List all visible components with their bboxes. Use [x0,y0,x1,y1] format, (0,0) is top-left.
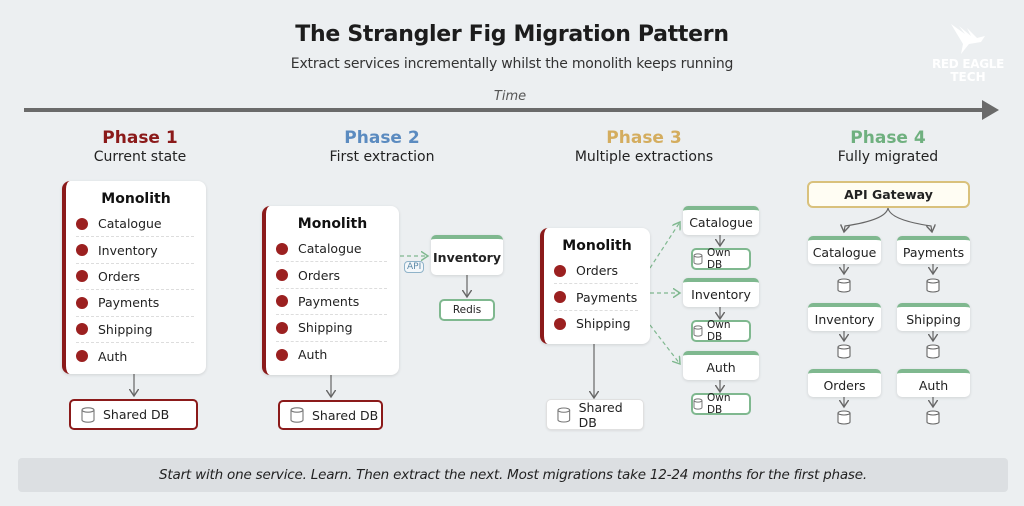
phase-3-service-inventory: Inventory [683,278,759,307]
module-item: Shipping [276,315,387,342]
module-item: Catalogue [276,236,387,263]
module-item: Orders [276,262,387,289]
phase-3-own-db: Own DB [691,392,751,416]
module-item: Payments [554,284,638,311]
module-dot-icon [554,291,566,304]
phase-4-header: Phase 4 Fully migrated [788,128,988,166]
module-item: Payments [76,290,194,317]
phase-2-name: Phase 2 [344,128,420,148]
phase-4-service-catalogue: Catalogue [808,236,881,264]
module-dot-icon [76,244,88,257]
module-item: Orders [76,264,194,291]
database-icon [81,406,95,423]
phase-4-service-payments: Payments [897,236,970,264]
database-icon [557,406,571,423]
phase-1-shared-db: Shared DB [69,399,198,430]
phase-4-service-auth: Auth [897,369,970,397]
phase-3-name: Phase 3 [606,128,682,148]
phase-2-redis-db: Redis [439,299,495,321]
module-item: Payments [276,289,387,316]
phase-4-description: Fully migrated [837,149,939,165]
phase-3-monolith: Monolith Orders Payments Shipping [540,228,650,344]
phase-3-service-catalogue: Catalogue [683,206,759,235]
footer-note: Start with one service. Learn. Then extr… [18,458,1008,492]
phase-3-shared-db: Shared DB [546,399,644,430]
phase-4-name: Phase 4 [850,128,926,148]
api-gateway: API Gateway [807,181,970,208]
module-item: Auth [76,343,194,369]
phase-4-service-orders: Orders [808,369,881,397]
database-icon [693,325,703,337]
diagram-subtitle: Extract services incrementally whilst th… [290,56,734,72]
phase-2-shared-db: Shared DB [278,400,383,430]
module-dot-icon [76,350,88,363]
module-dot-icon [76,296,88,309]
logo-text-line2: TECH [950,70,986,84]
module-dot-icon [76,217,88,230]
brand-logo: RED EAGLE TECH [918,22,1018,84]
module-dot-icon [76,323,88,336]
logo-text-line1: RED EAGLE [931,57,1005,71]
monolith-title: Monolith [297,216,368,232]
phase-4-service-shipping: Shipping [897,303,970,331]
phase-3-service-auth: Auth [683,351,759,380]
module-item: Orders [554,258,638,285]
diagram-title: The Strangler Fig Migration Pattern [295,22,729,47]
monolith-title: Monolith [101,191,171,207]
module-dot-icon [276,269,288,282]
phase-2-description: First extraction [329,149,435,165]
database-icon [290,407,304,423]
phase-4-service-inventory: Inventory [808,303,881,331]
phase-1-name: Phase 1 [102,128,178,148]
monolith-title: Monolith [562,238,632,254]
module-dot-icon [554,317,566,330]
module-item: Shipping [76,317,194,343]
module-item: Catalogue [76,211,194,238]
timeline-arrowhead-icon [982,100,999,120]
timeline-label: Time [493,89,527,104]
module-item: Auth [276,342,387,368]
phase-1-monolith: Monolith Catalogue Inventory Orders Paym… [62,181,206,374]
module-dot-icon [76,270,88,283]
module-item: Shipping [554,311,638,337]
database-icon [693,253,703,265]
timeline-arrow [24,108,984,112]
database-icon [693,398,703,410]
phase-3-header: Phase 3 Multiple extractions [544,128,744,166]
module-dot-icon [276,348,288,361]
phase-2-monolith: Monolith Catalogue Orders Payments Shipp… [262,206,399,375]
module-dot-icon [554,264,566,277]
phase-1-description: Current state [93,149,187,165]
eagle-icon [951,24,985,54]
module-dot-icon [276,295,288,308]
module-dot-icon [276,242,288,255]
database-icon [837,278,940,425]
module-dot-icon [276,321,288,334]
api-tag: API [404,261,425,273]
phase-3-own-db: Own DB [691,247,751,271]
phase-2-header: Phase 2 First extraction [282,128,482,166]
phase-3-description: Multiple extractions [574,149,714,165]
phase-1-header: Phase 1 Current state [40,128,240,166]
phase-3-own-db: Own DB [691,319,751,343]
phase-2-service-inventory: Inventory [431,235,503,275]
module-item: Inventory [76,237,194,264]
